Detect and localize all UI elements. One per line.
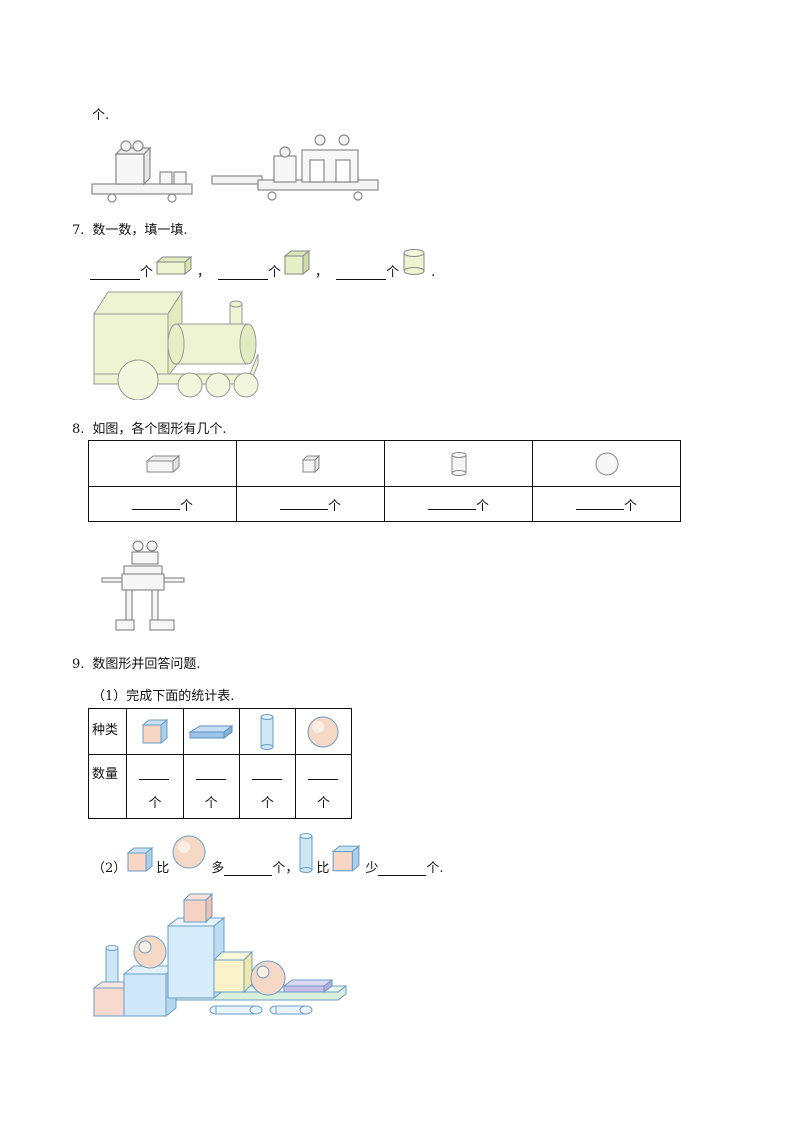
robot-figure	[101, 540, 185, 631]
q7-heading: 7.数一数，填一填.	[72, 223, 188, 238]
q9-heading: 9.数图形并回答问题.	[72, 657, 201, 672]
q9-kind-cube	[126, 708, 184, 755]
q9-kind-header: 种类	[87, 708, 128, 755]
q9-kind-cuboid	[182, 708, 240, 755]
cuboid-icon	[155, 255, 193, 276]
cube-icon	[301, 454, 320, 473]
q9-blank[interactable]	[251, 765, 282, 780]
cylinder-icon	[403, 249, 425, 275]
q9-kind-sphere	[294, 708, 353, 755]
q8-blank[interactable]	[427, 495, 476, 510]
q8-answer-cylinder: 个	[384, 486, 533, 522]
cuboid-icon	[188, 724, 234, 739]
q9-kind-cylinder	[238, 708, 296, 755]
cube-icon	[126, 846, 154, 873]
sphere-icon	[172, 835, 206, 869]
q9-part2-blank-less[interactable]	[378, 861, 427, 876]
q9-qty-header: 数量	[87, 754, 128, 819]
q9-blank[interactable]	[195, 765, 226, 780]
q7-blank-cube[interactable]	[218, 265, 269, 280]
cylinder-icon	[299, 833, 313, 873]
q9-blank[interactable]	[139, 765, 170, 780]
q7-blank-cuboid[interactable]	[90, 265, 140, 280]
cube-icon	[332, 844, 361, 872]
q8-count-table: 个 个 个 个	[88, 440, 681, 522]
cylinder-icon	[260, 713, 274, 750]
q7-blank-cylinder[interactable]	[336, 265, 387, 280]
q8-heading: 8.如图，各个图形有几个.	[72, 422, 227, 437]
sphere-icon	[595, 452, 618, 475]
colored-block-train-figure	[92, 892, 348, 1018]
toy-train-figure	[91, 134, 379, 203]
q8-answer-cuboid: 个	[88, 486, 237, 522]
cube-icon	[141, 718, 169, 744]
q9-qty-cylinder: 个	[238, 754, 296, 819]
q8-answer-sphere: 个	[532, 486, 681, 522]
q9-part1-prompt: （1）完成下面的统计表.	[92, 689, 235, 704]
q9-part2-blank-more[interactable]	[224, 861, 273, 876]
q9-blank[interactable]	[307, 765, 338, 780]
q8-cell-cylinder	[384, 440, 533, 487]
q8-answer-cube: 个	[236, 486, 385, 522]
cylinder-icon	[451, 451, 466, 476]
q8-blank[interactable]	[279, 495, 328, 510]
q8-cell-sphere	[532, 440, 681, 487]
green-locomotive-figure	[93, 290, 259, 400]
q9-qty-cube: 个	[126, 754, 184, 819]
q7-fill-line: 个 ， 个 ， 个 .	[90, 249, 435, 280]
cube-icon	[283, 250, 311, 276]
q9-qty-cuboid: 个	[182, 754, 240, 819]
sphere-icon	[307, 716, 339, 747]
q8-cell-cube	[236, 440, 385, 487]
q8-cell-cuboid	[88, 440, 237, 487]
q8-blank[interactable]	[575, 495, 624, 510]
previous-question-tail: 个.	[92, 108, 110, 123]
q9-stat-table: 种类	[87, 708, 353, 819]
q9-qty-sphere: 个	[294, 754, 353, 819]
q9-part2-line: （2） 比 多 个， 比 少 个.	[92, 830, 444, 876]
q8-blank[interactable]	[131, 495, 180, 510]
cuboid-icon	[145, 454, 180, 473]
